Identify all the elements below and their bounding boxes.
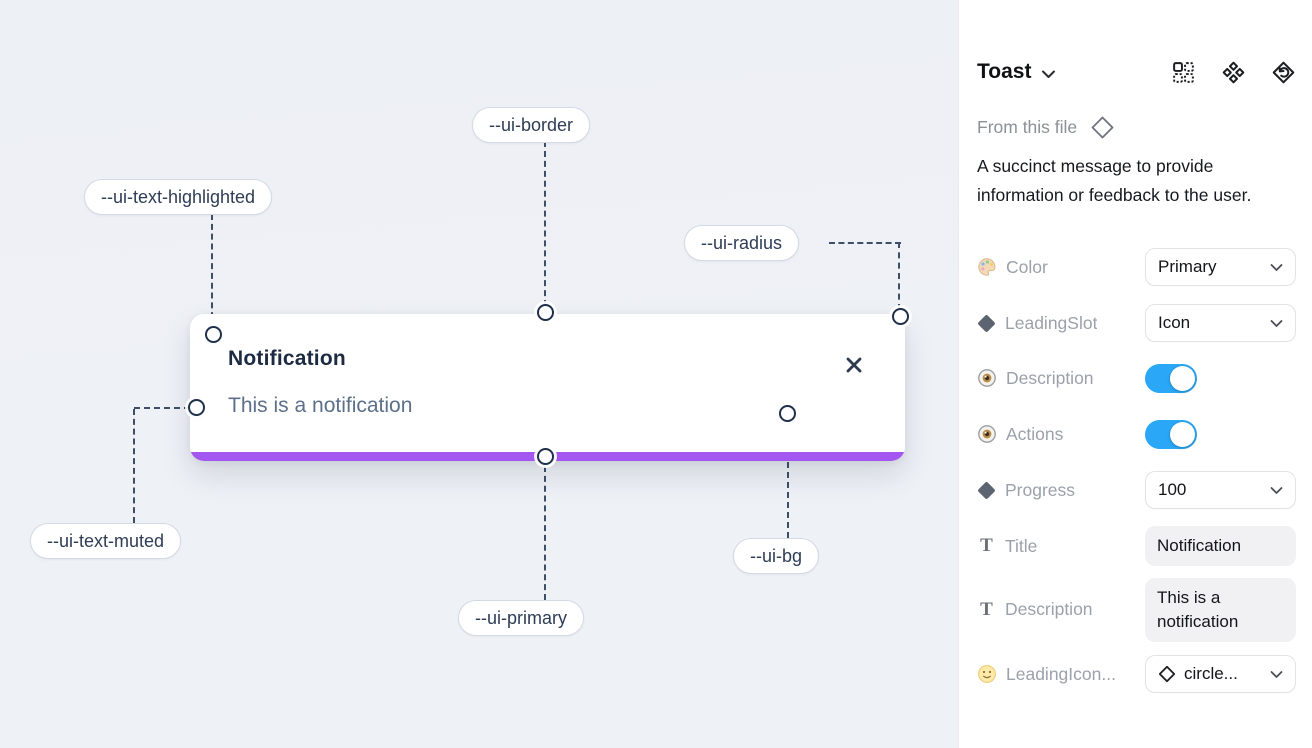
var-label-bg-text: --ui-bg (750, 545, 803, 566)
dashed-grid-icon[interactable] (1171, 60, 1196, 85)
canvas[interactable]: Notification This is a notification --ui… (0, 0, 958, 748)
prop-row-leading-icon: LeadingIcon... circle... (977, 655, 1296, 693)
var-label-primary[interactable]: --ui-primary (458, 600, 584, 636)
text-type-icon: T (980, 598, 993, 620)
description-input-value: This is a notification (1157, 588, 1239, 631)
progress-select[interactable]: 100 (1145, 471, 1296, 509)
prop-label-actions-visible: Actions (977, 424, 1063, 445)
prop-label-leading-icon: LeadingIcon... (977, 664, 1116, 685)
prop-label-color: Color (977, 257, 1048, 278)
leading-icon-select[interactable]: circle... (1145, 655, 1296, 693)
var-label-primary-text: --ui-primary (475, 607, 567, 628)
description-input[interactable]: This is a notification (1145, 578, 1296, 642)
toggle-knob (1170, 365, 1195, 391)
variants-icon[interactable] (1221, 60, 1246, 85)
var-label-radius-text: --ui-radius (701, 232, 783, 253)
var-label-border[interactable]: --ui-border (472, 107, 591, 143)
source-row: From this file (977, 112, 1296, 142)
actions-toggle-wrap (1145, 419, 1296, 449)
eye-icon (978, 425, 996, 443)
var-label-radius[interactable]: --ui-radius (684, 225, 800, 261)
var-label-border-text: --ui-border (489, 114, 574, 135)
prop-label-progress-text: Progress (1005, 479, 1076, 500)
title-input[interactable]: Notification (1145, 526, 1296, 566)
panel-header: Toast (977, 56, 1296, 88)
smiley-icon (978, 665, 996, 683)
prop-row-description-text: T Description This is a notification (977, 578, 1296, 642)
prop-label-description-text-label: Description (1005, 599, 1093, 620)
close-icon[interactable] (841, 352, 867, 378)
diamond-icon (977, 313, 996, 333)
component-description: A succinct message to provide informatio… (977, 156, 1252, 206)
connector-border (544, 141, 546, 306)
eye-icon (978, 369, 996, 387)
prop-row-leading-slot: LeadingSlot Icon (977, 304, 1296, 342)
component-title: Toast (977, 60, 1032, 83)
var-label-text-muted-text: --ui-text-muted (47, 530, 165, 551)
text-type-icon: T (980, 535, 993, 556)
toast-title: Notification (228, 347, 346, 370)
toast-component[interactable]: Notification This is a notification (190, 314, 905, 461)
prop-row-progress: Progress 100 (977, 471, 1296, 509)
description-toggle[interactable] (1145, 363, 1197, 393)
leading-slot-select[interactable]: Icon (1145, 304, 1296, 342)
anchor-primary[interactable] (537, 448, 554, 465)
anchor-text-highlighted[interactable] (205, 326, 222, 343)
chevron-down-icon (1270, 319, 1283, 327)
prop-label-title: T Title (977, 535, 1037, 557)
prop-label-color-text: Color (1006, 256, 1048, 277)
diamond-icon (977, 480, 996, 500)
prop-label-title-text: Title (1005, 535, 1038, 556)
chevron-down-icon (1270, 486, 1283, 494)
connector-text-muted-h (134, 407, 190, 409)
leading-icon-select-value: circle... (1184, 664, 1238, 683)
var-label-text-muted[interactable]: --ui-text-muted (30, 523, 182, 559)
prop-label-leading-slot-text: LeadingSlot (1005, 312, 1098, 333)
connector-radius-h (829, 242, 901, 244)
prop-row-actions-visible: Actions (977, 415, 1296, 453)
palette-icon (978, 258, 996, 276)
prop-row-color: Color Primary (977, 248, 1296, 286)
diamond-outline-icon (1158, 665, 1176, 683)
prop-label-leading-slot: LeadingSlot (977, 313, 1097, 334)
connector-bg (787, 422, 789, 538)
prop-label-actions-visible-text: Actions (1006, 423, 1064, 444)
color-select-value: Primary (1158, 257, 1217, 276)
connector-text-muted-v (133, 409, 135, 523)
chevron-down-icon (1270, 263, 1283, 271)
prop-row-description-visible: Description (977, 359, 1296, 397)
prop-row-title: T Title Notification (977, 526, 1296, 566)
toast-description: This is a notification (228, 394, 413, 417)
anchor-border[interactable] (537, 304, 554, 321)
prop-label-leading-icon-text: LeadingIcon... (1006, 663, 1116, 684)
chevron-down-icon (1270, 670, 1283, 678)
properties-panel: Toast (958, 0, 1312, 748)
actions-toggle[interactable] (1145, 419, 1197, 449)
anchor-text-muted[interactable] (188, 399, 205, 416)
prop-label-progress: Progress (977, 480, 1075, 501)
var-label-text-highlighted[interactable]: --ui-text-highlighted (84, 179, 273, 215)
prop-label-description-text: T Description (977, 598, 1093, 621)
description-toggle-wrap (1145, 363, 1296, 393)
diamond-outline-icon (1091, 116, 1114, 138)
diamond-undo-icon[interactable] (1271, 60, 1296, 85)
source-label: From this file (977, 116, 1078, 137)
leading-slot-select-value: Icon (1158, 313, 1191, 332)
prop-label-description-visible: Description (977, 368, 1094, 389)
color-select[interactable]: Primary (1145, 248, 1296, 286)
connector-text-highlighted (211, 214, 213, 328)
toggle-knob (1170, 421, 1195, 447)
connector-primary (544, 466, 546, 600)
chevron-down-icon[interactable] (1041, 66, 1056, 79)
progress-select-value: 100 (1158, 480, 1187, 499)
var-label-bg[interactable]: --ui-bg (733, 538, 820, 574)
anchor-bg[interactable] (779, 405, 796, 422)
anchor-radius[interactable] (892, 308, 909, 325)
connector-radius-v (898, 242, 900, 310)
var-label-text-highlighted-text: --ui-text-highlighted (101, 186, 256, 207)
prop-label-description-visible-text: Description (1006, 367, 1094, 388)
header-icons (1171, 60, 1296, 85)
